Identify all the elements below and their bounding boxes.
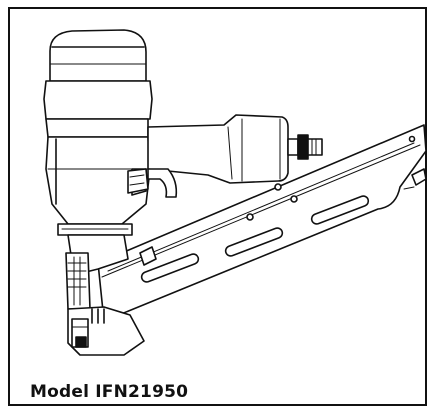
pivot-pin [274,183,282,191]
nailer-body [43,80,153,236]
nailer-handle [147,114,323,184]
nailer-nose [65,234,145,356]
framing-nailer-illustration [43,29,427,356]
nailer-magazine [97,124,427,322]
figure-frame: Model IFN21950 [8,7,427,406]
model-caption: Model IFN21950 [30,382,189,402]
nailer-bracket [127,168,149,194]
nailer-cap [49,29,147,82]
